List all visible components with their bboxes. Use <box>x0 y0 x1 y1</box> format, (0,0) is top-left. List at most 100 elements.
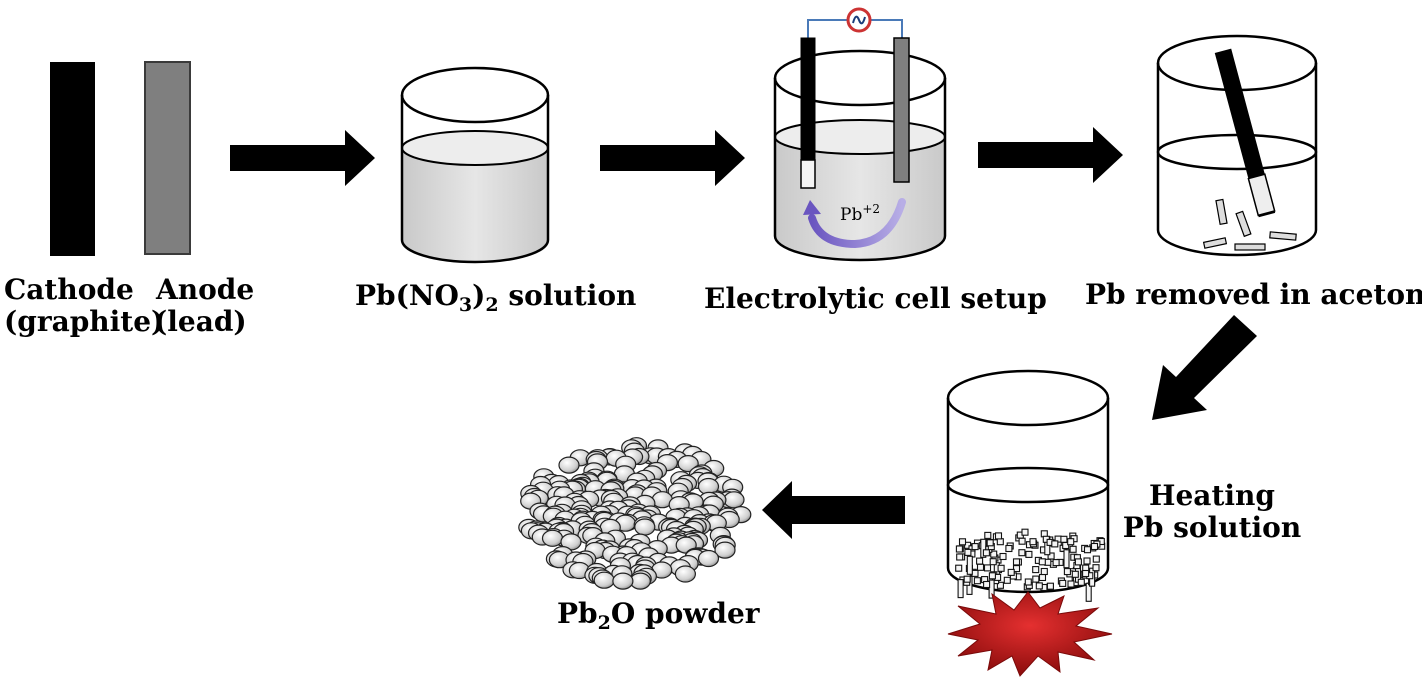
heating-line1: Heating <box>1149 479 1275 512</box>
lead-grain <box>983 580 991 589</box>
lead-grain <box>976 563 985 571</box>
lead-grain <box>1083 546 1092 554</box>
lead-grain <box>1063 568 1071 576</box>
lead-grain <box>955 564 963 572</box>
lead-grain <box>996 538 1004 546</box>
acetone-beaker <box>1156 34 1318 257</box>
lead-grain <box>1067 580 1075 588</box>
powder-particle <box>541 529 564 547</box>
cathode-title: Cathode <box>4 273 134 306</box>
anode-electrode <box>144 61 191 255</box>
lead-grain <box>963 575 971 583</box>
powder-particle <box>714 541 736 559</box>
lead-grain <box>1024 578 1032 586</box>
lead-grain <box>966 555 973 575</box>
lead-grain <box>997 564 1005 572</box>
cathode-electrode <box>50 62 95 256</box>
anode-title: Anode <box>156 273 255 306</box>
lead-grain <box>1077 578 1085 586</box>
lead-grain <box>1007 568 1015 576</box>
lead-grain <box>999 552 1007 561</box>
powder-label-sub: 2 <box>597 612 611 634</box>
lead-grain <box>1059 579 1067 587</box>
ion-charge: +2 <box>862 202 880 216</box>
lead-grain <box>1012 565 1021 573</box>
arrow-to-cell <box>600 130 745 186</box>
lead-grain <box>1018 537 1026 545</box>
particle-heap <box>955 528 1106 602</box>
lead-grain <box>1025 550 1033 558</box>
lead-grain <box>955 545 963 553</box>
lead-grain <box>1046 582 1054 590</box>
lead-grain <box>1021 528 1029 536</box>
solution-label: Pb(NO3)2 solution <box>355 279 637 315</box>
heating-line2: Pb solution <box>1122 511 1302 544</box>
lead-grain <box>1029 538 1037 546</box>
powder-particle <box>634 518 656 536</box>
powder-particle <box>593 571 615 589</box>
powder-label-suffix: O powder <box>610 597 760 630</box>
cathode-label: Cathode (graphite) <box>4 273 165 338</box>
solution-beaker <box>400 66 550 264</box>
lead-grain <box>1051 540 1059 548</box>
lead-grain <box>1035 582 1043 590</box>
lead-grain <box>1092 555 1100 563</box>
lead-grain <box>973 577 981 585</box>
lead-grain <box>1060 535 1068 543</box>
lead-grain <box>956 553 964 561</box>
lead-grain <box>976 557 984 565</box>
powder-label-prefix: Pb <box>557 597 598 630</box>
lead-grain <box>1052 559 1060 567</box>
cathode-material: (graphite) <box>4 305 165 338</box>
lead-grain <box>1005 544 1013 553</box>
lead-grain <box>988 579 995 599</box>
lead-grain <box>984 531 992 539</box>
cell-label: Electrolytic cell setup <box>704 282 1047 315</box>
lead-grain <box>1067 538 1075 546</box>
lead-grain <box>983 564 992 572</box>
lead-grain <box>1040 567 1048 576</box>
lead-grain <box>1032 575 1040 583</box>
solution-label-sub2: 2 <box>485 294 499 316</box>
lead-grain <box>1018 549 1026 557</box>
solution-label-suffix: solution <box>498 279 637 312</box>
heating-beaker <box>946 369 1110 602</box>
arrow-to-solution <box>230 130 375 186</box>
lead-grain <box>957 579 964 599</box>
lead-grain <box>958 538 967 546</box>
lead-grain <box>988 572 996 580</box>
svg-text:Pb+2: Pb+2 <box>840 202 880 225</box>
lead-grain <box>996 581 1004 589</box>
lead-grain <box>982 549 990 557</box>
powder-particle <box>677 455 699 473</box>
lead-grain <box>1038 558 1046 566</box>
heating-label: Heating Pb solution <box>1112 480 1312 544</box>
anode-label: Anode (lead) <box>154 274 254 338</box>
powder-particle <box>697 549 720 568</box>
lead-grain <box>1082 569 1090 578</box>
solution-label-prefix: Pb(NO <box>355 279 459 312</box>
lead-grain <box>1069 545 1077 553</box>
lead-grain <box>1012 558 1021 566</box>
lead-grain <box>971 543 979 551</box>
lead-grain <box>964 548 972 556</box>
ion-label: Pb <box>840 205 862 225</box>
lead-grain <box>1092 564 1100 572</box>
lead-grain <box>1063 549 1070 569</box>
powder-label: Pb2O powder <box>557 597 760 633</box>
flame-icon <box>947 591 1113 677</box>
lead-grain <box>971 569 979 577</box>
lead-grain <box>994 532 1003 540</box>
lead-grain <box>1071 570 1079 578</box>
arrow-to-acetone <box>978 127 1123 183</box>
powder-particle <box>558 456 580 474</box>
lead-grain <box>986 539 994 547</box>
arrow-to-heating <box>1152 315 1257 420</box>
lead-grain <box>1083 557 1091 565</box>
lead-grain <box>990 550 998 558</box>
lead-grain <box>1090 542 1099 551</box>
ion-flow-arrow <box>808 198 906 249</box>
lead-grain <box>1032 566 1040 574</box>
lead-grain <box>1074 558 1082 566</box>
